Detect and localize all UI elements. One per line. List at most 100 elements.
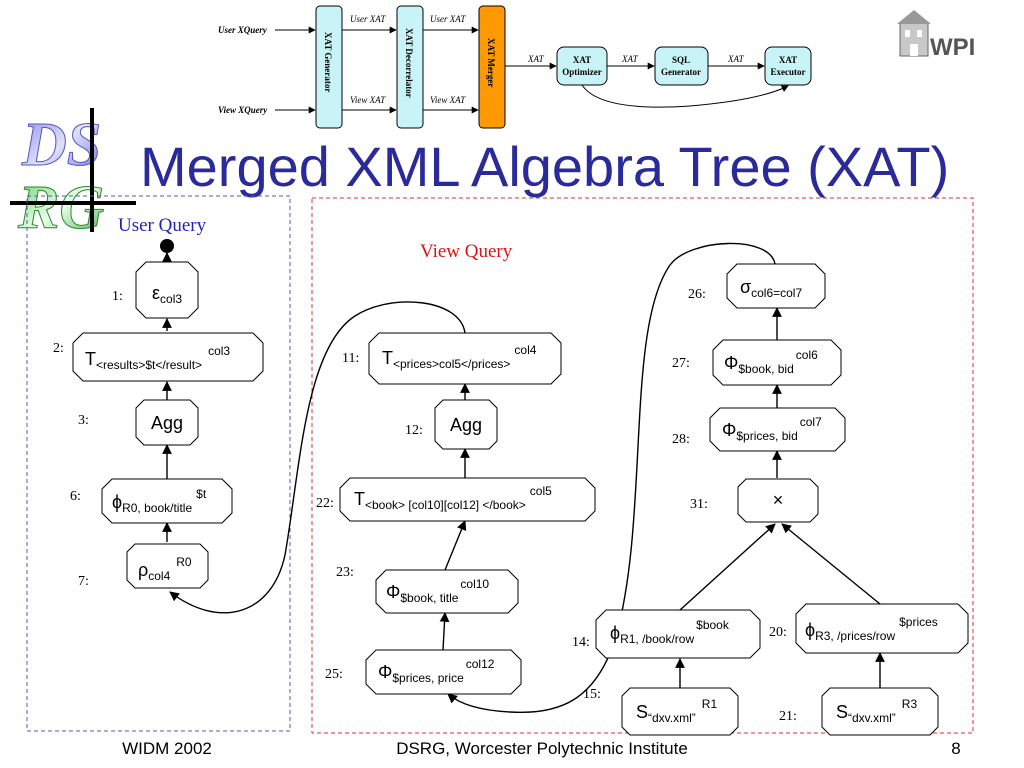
node-1-sub: col3 (160, 292, 182, 306)
xat-generator-box (315, 5, 343, 129)
node-15-op: S (636, 702, 648, 722)
view-xat-label-2: View XAT (430, 95, 466, 105)
node-23-number: 23: (336, 565, 354, 580)
svg-text:Φ$book, titlecol10: Φ$book, titlecol10 (386, 577, 489, 605)
node-14-op: ϕ (610, 623, 620, 643)
svg-text:ρcol4R0: ρcol4 R0 (138, 555, 192, 583)
wpi-text: WPI (930, 34, 975, 61)
node-11-op: T (382, 348, 393, 368)
executor-label-1: XAT (779, 55, 797, 65)
node-22-number: 22: (316, 496, 334, 511)
svg-text:T<results>$t</result>col3: T<results>$t</result> col3 (85, 344, 230, 372)
node-25-number: 25: (325, 667, 343, 682)
node-26-number: 26: (688, 287, 706, 302)
node-27-number: 27: (672, 356, 690, 371)
node-31-op: × (773, 490, 784, 510)
xat-label-2: XAT (621, 54, 639, 64)
svg-text:DS: DS (21, 111, 101, 179)
svg-text:T<book> [col10][col12] </book>: T<book> [col10][col12] </book> col5 (354, 484, 552, 512)
node-2-sub: <results>$t</result> (96, 358, 202, 372)
svg-text:ϕR1, /book/row$book: ϕR1, /book/row$book (610, 618, 730, 646)
node-31: 31: × (690, 478, 819, 523)
xat-label-1: XAT (527, 54, 545, 64)
node-15: 15: S“dxv.xml”R1 (583, 687, 739, 736)
node-23-sup: col10 (460, 577, 489, 591)
node-7: 7: ρcol4R0 (78, 543, 209, 589)
root-dot (160, 239, 174, 253)
svg-text:ϕR0, book/title$t: ϕR0, book/title$t (112, 487, 207, 515)
tree-edges (162, 242, 885, 714)
node-28-sup: col7 (800, 415, 822, 429)
node-27-sup: col6 (796, 348, 818, 362)
node-25-sup: col12 (466, 657, 495, 671)
node-23-sub: $book, title (400, 591, 458, 605)
node-27-sub: $book, bid (738, 362, 793, 376)
executor-label-2: Executor (771, 67, 806, 77)
xat-generator-label: XAT Generator (323, 32, 333, 92)
node-3-op: Agg (151, 413, 183, 433)
xat-decorrelator-box (396, 5, 424, 129)
node-23: 23: Φ$book, titlecol10 (336, 565, 519, 614)
node-21-number: 21: (779, 709, 797, 724)
node-11-sub: <prices>col5</prices> (393, 357, 510, 371)
node-3: 3: Agg (78, 399, 199, 446)
node-27: 27: Φ$book, bidcol6 (672, 339, 842, 386)
node-7-sub: col4 (148, 569, 170, 583)
svg-text:Φ$book, bidcol6: Φ$book, bidcol6 (724, 348, 818, 376)
xat-optimizer-box (556, 46, 608, 86)
node-22-op: T (354, 489, 365, 509)
node-31-number: 31: (690, 497, 708, 512)
tree-nodes: 1: εcol3 2: T<results>$t</result>col3 3:… (53, 261, 969, 736)
sql-label-1: SQL (672, 55, 690, 65)
optimizer-label-1: XAT (573, 55, 591, 65)
node-22-sup: col5 (530, 484, 552, 498)
node-26-sub: col6=col7 (751, 286, 802, 300)
node-7-sup: R0 (176, 555, 192, 569)
node-21-sub: “dxv.xml” (848, 711, 896, 725)
view-xat-label-1: View XAT (350, 95, 386, 105)
node-25-op: Φ (378, 662, 392, 682)
wpi-logo: WPI (897, 10, 975, 61)
node-12-number: 12: (405, 423, 423, 438)
node-2-sup: col3 (208, 344, 230, 358)
svg-text:S“dxv.xml”R1: S“dxv.xml”R1 (636, 697, 717, 725)
node-14-number: 14: (572, 635, 590, 650)
svg-text:εcol3: εcol3 (152, 283, 182, 306)
node-28: 28: Φ$prices, bidcol7 (672, 407, 846, 452)
node-20: 20: ϕR3, /prices/row$prices (769, 603, 969, 654)
node-21-sup: R3 (902, 697, 918, 711)
node-7-op: ρ (138, 560, 148, 580)
node-14-sub: R1, /book/row (620, 632, 694, 646)
node-15-sub: “dxv.xml” (648, 711, 696, 725)
node-6-sub: R0, book/title (122, 501, 192, 515)
svg-text:σcol6=col7: σcol6=col7 (740, 277, 802, 300)
node-23-op: Φ (386, 582, 400, 602)
page-number: 8 (951, 739, 960, 758)
user-xat-label-1: User XAT (350, 14, 386, 24)
optimizer-label-2: Optimizer (562, 67, 602, 77)
node-2-number: 2: (53, 341, 64, 356)
node-1: 1: εcol3 (112, 261, 199, 319)
node-21-op: S (836, 702, 848, 722)
node-20-op: ϕ (805, 620, 815, 640)
node-20-sup: $prices (899, 615, 938, 629)
node-22-sub: <book> [col10][col12] </book> (365, 498, 526, 512)
node-2-op: T (85, 349, 96, 369)
node-25: 25: Φ$prices, pricecol12 (325, 649, 522, 695)
node-6: 6: ϕR0, book/title$t (70, 478, 233, 524)
xat-label-3: XAT (727, 54, 745, 64)
footer-center: DSRG, Worcester Polytechnic Institute (396, 739, 688, 758)
node-27-op: Φ (724, 353, 738, 373)
node-11: 11: T<prices>col5</prices>col4 (342, 332, 562, 385)
user-xat-label-2: User XAT (430, 14, 466, 24)
node-11-number: 11: (342, 351, 359, 366)
node-6-number: 6: (70, 489, 81, 504)
node-14: 14: ϕR1, /book/row$book (572, 609, 761, 659)
dsrg-logo: DS RG (10, 108, 136, 243)
node-26-op: σ (740, 277, 751, 297)
xat-decorrelator-label: XAT Decorrelator (404, 28, 414, 98)
xat-executor-box (764, 46, 812, 86)
sql-generator-box (654, 46, 709, 86)
node-6-op: ϕ (112, 492, 122, 512)
